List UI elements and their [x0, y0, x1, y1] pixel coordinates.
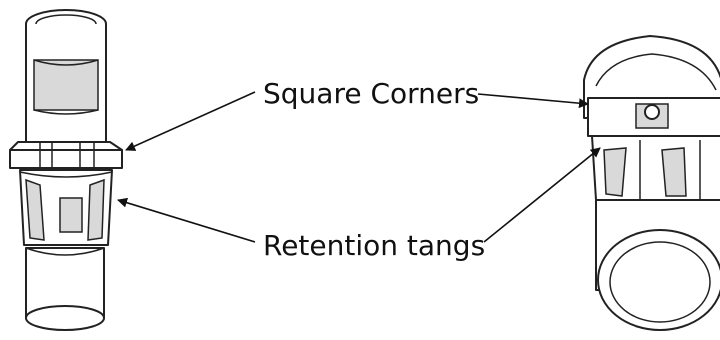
label-square-corners: Square Corners — [263, 77, 480, 110]
label-retention-tangs: Retention tangs — [263, 229, 486, 262]
leader-lines — [117, 91, 601, 243]
connector-angled-view — [583, 35, 720, 331]
leader-retention-left — [117, 197, 256, 243]
leader-retention-right — [483, 147, 601, 243]
leader-square-right — [477, 93, 589, 109]
connector-side-view — [9, 9, 123, 331]
leader-square-left — [125, 91, 256, 151]
